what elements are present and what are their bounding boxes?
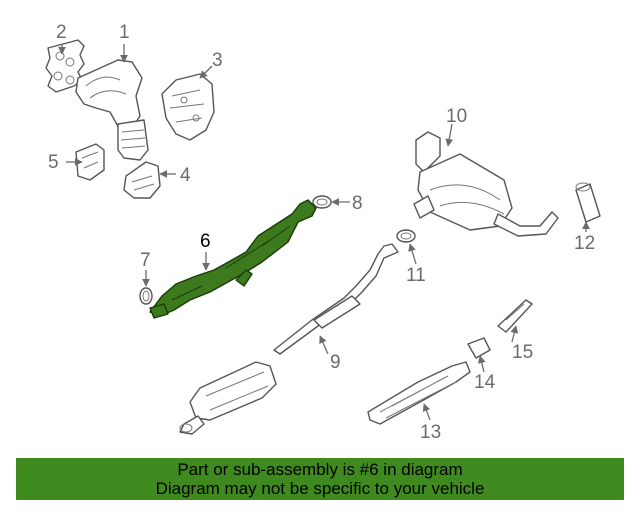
info-banner: Part or sub-assembly is #6 in diagram Di… [16,458,624,500]
callout-6: 6 [200,231,211,252]
part-5-bracket[interactable] [75,143,105,181]
callout-11: 11 [406,265,426,286]
callout-4: 4 [180,165,191,186]
callout-13: 13 [420,422,441,443]
part-11-gasket[interactable] [396,229,416,243]
part-8-gasket[interactable] [312,195,332,209]
part-13-floor-shield[interactable] [367,361,471,425]
callout-8: 8 [352,193,363,214]
part-4-lower-shield[interactable] [123,161,161,199]
part-14-bracket[interactable] [467,337,491,359]
callout-1: 1 [119,22,130,43]
banner-line-1: Part or sub-assembly is #6 in diagram [177,460,463,479]
callout-10: 10 [446,106,467,127]
part-9-center-pipe[interactable] [179,243,399,435]
callout-3: 3 [212,50,223,71]
banner-line-2: Diagram may not be specific to your vehi… [155,479,485,498]
callout-12: 12 [574,233,595,254]
part-10-muffler[interactable] [413,131,559,237]
callout-15: 15 [512,342,533,363]
callout-14: 14 [474,372,496,393]
callout-9: 9 [330,352,341,373]
part-3-heat-shield[interactable] [161,73,215,141]
part-12-tip[interactable] [575,182,601,223]
leader-lines [58,44,590,421]
callout-7: 7 [140,250,151,271]
callout-2: 2 [56,22,67,43]
exhaust-parts-diagram: 1 2 3 4 5 6 7 8 9 10 11 12 13 14 15 [45,22,601,443]
part-7-gasket[interactable] [139,287,153,305]
part-15-shield[interactable] [497,299,533,333]
callout-labels: 1 2 3 4 5 6 7 8 9 10 11 12 13 14 15 [48,22,595,443]
part-1-manifold[interactable] [75,59,149,161]
callout-5: 5 [48,152,59,173]
part-6-front-pipe-highlighted[interactable] [149,199,317,319]
